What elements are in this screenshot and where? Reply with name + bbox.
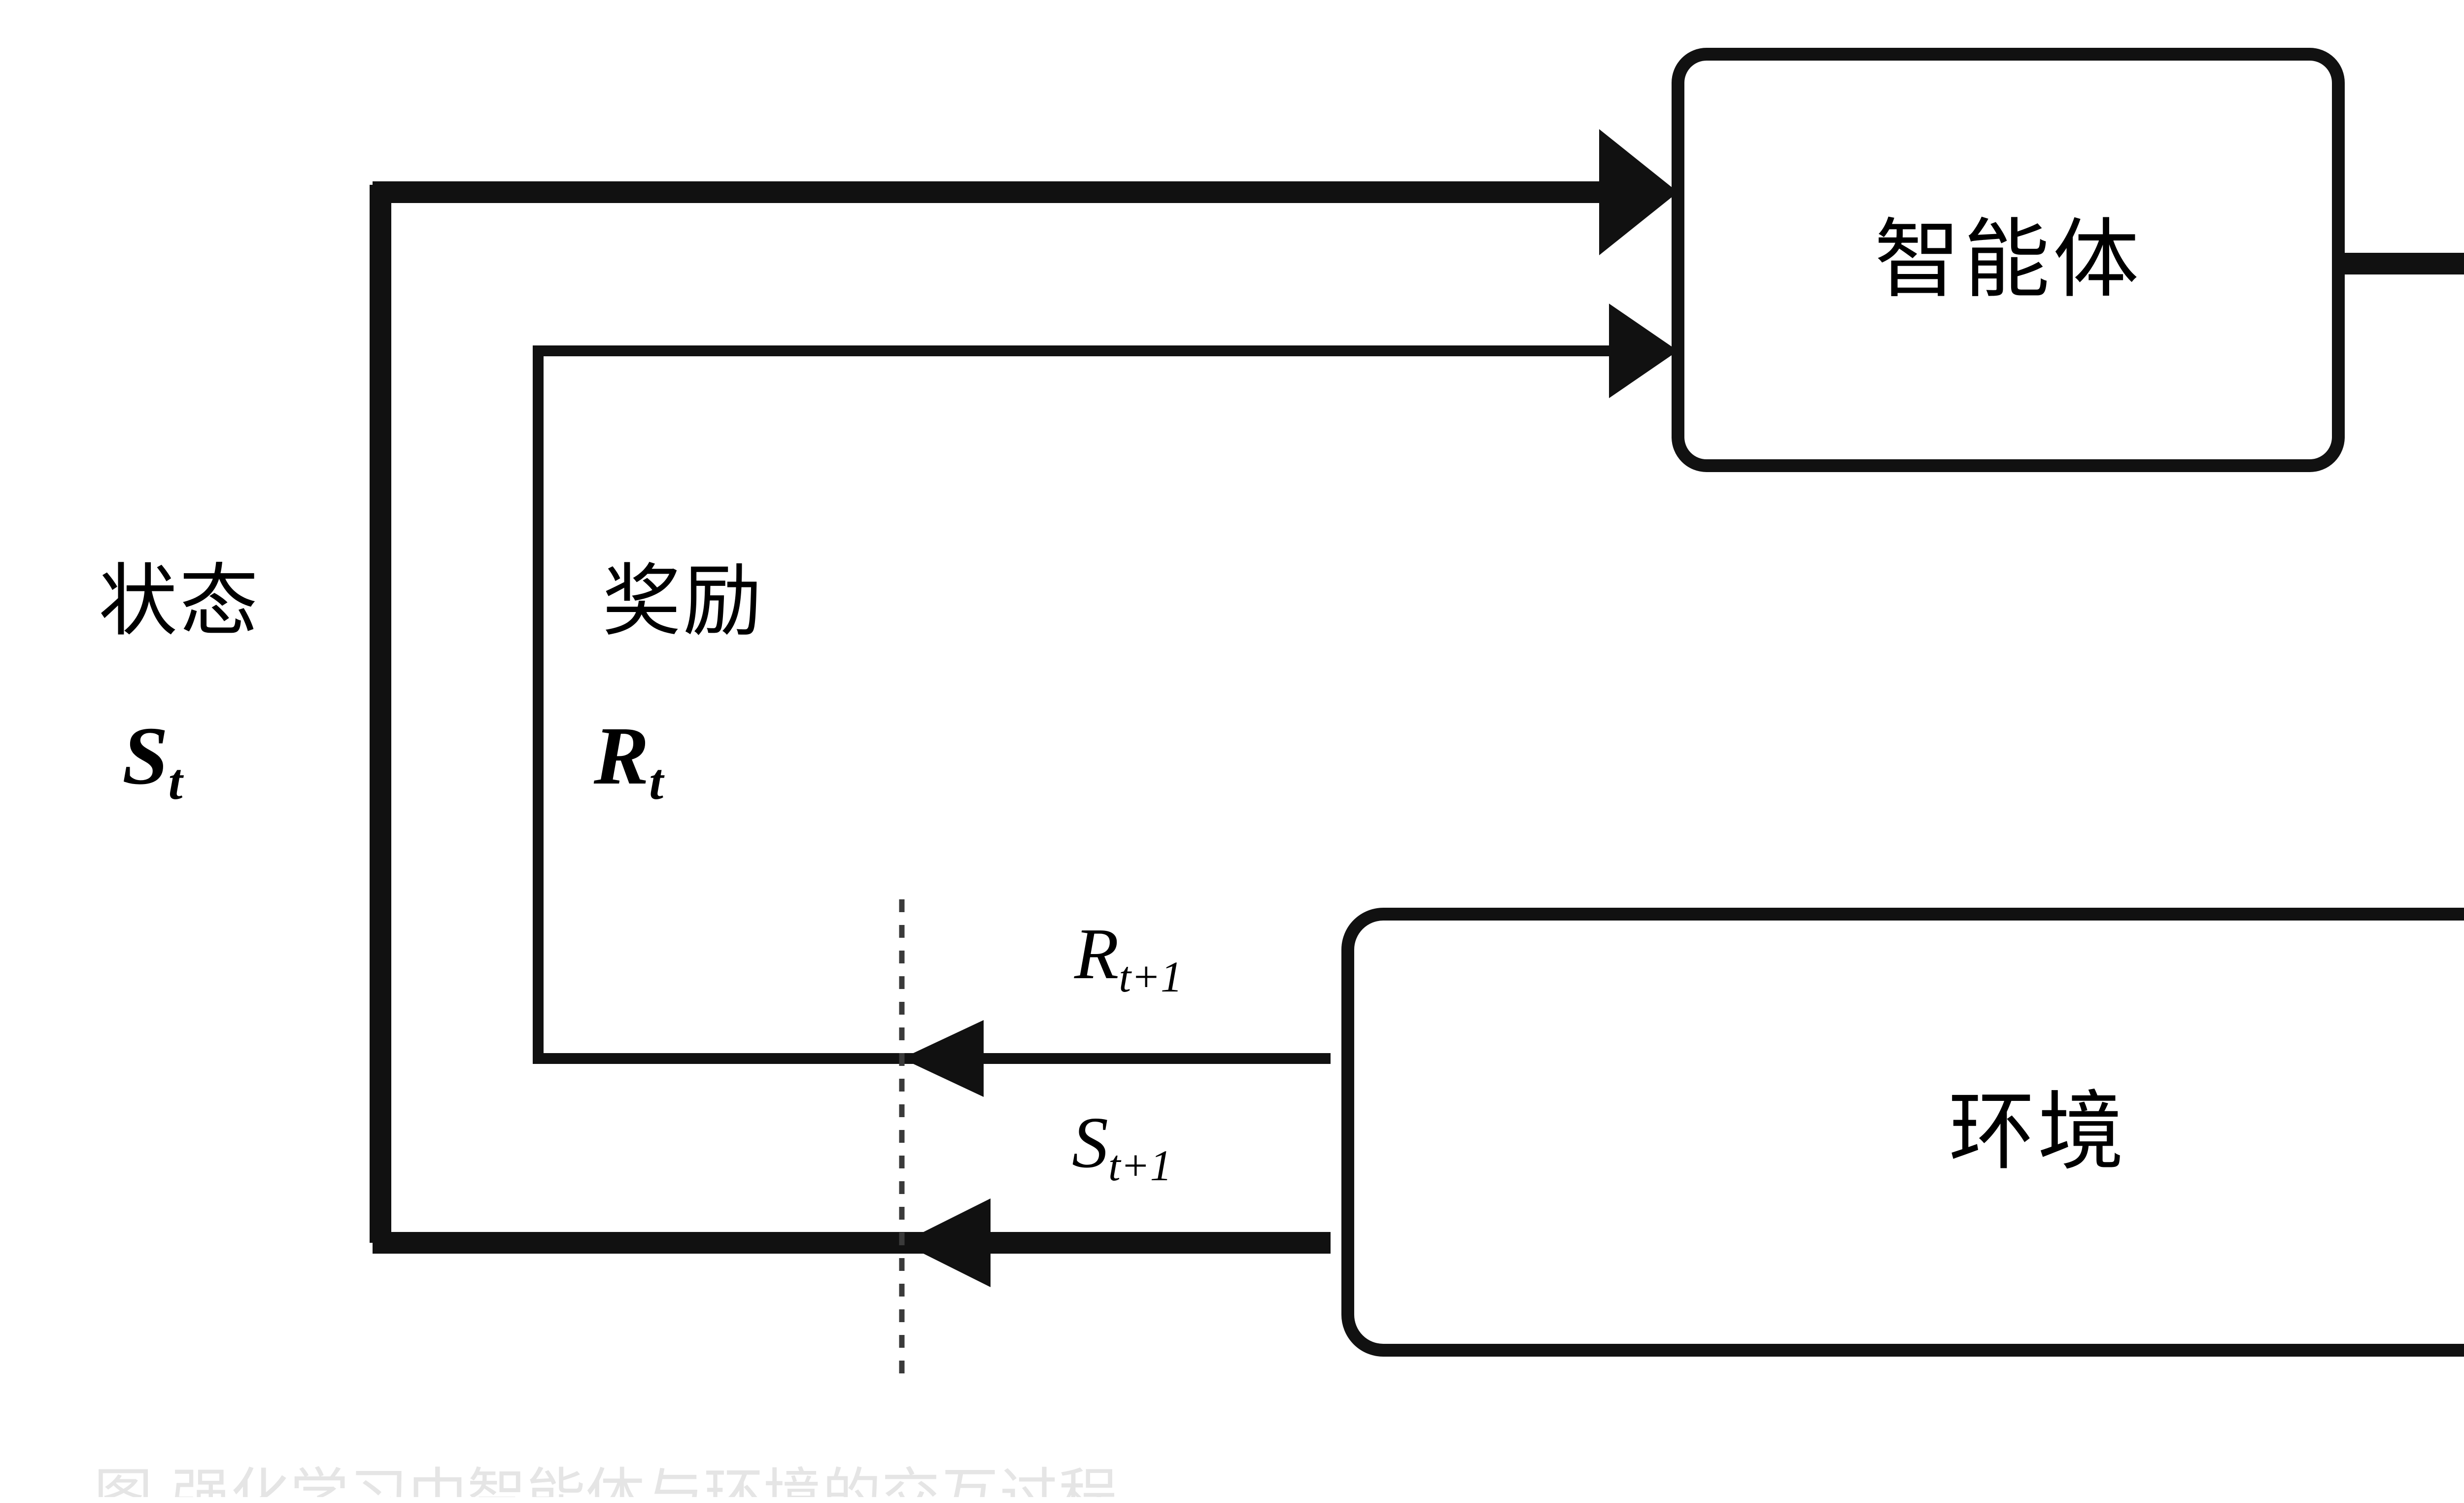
state-symbol-subscript: t (168, 753, 183, 811)
reward-arrow-head-into-agent (1609, 304, 1678, 398)
reward-symbol-subscript: t (649, 753, 664, 811)
state-next-subscript: t+1 (1108, 1141, 1172, 1190)
state-next-arrow-head (902, 1198, 991, 1287)
reward-next-edge-label: Rt+1 (1074, 918, 1182, 999)
environment-box[interactable] (1341, 908, 2464, 1357)
environment-box-label: 环境 (1949, 1082, 2127, 1182)
agent-box[interactable] (1672, 48, 2345, 472)
agent-box-label: 智能体 (1874, 210, 2142, 310)
state-symbol: St (122, 715, 183, 807)
state-label-cjk: 状态 (99, 555, 261, 647)
state-symbol-base: S (122, 710, 169, 802)
reward-next-arrow-head (902, 1020, 984, 1097)
reward-symbol-base: R (594, 710, 650, 802)
state-arrow-head-into-agent (1599, 129, 1678, 255)
figure-caption: 图 强化学习中智能体与环境的交互过程 (94, 1462, 1118, 1497)
reward-label-cjk: 奖励 (602, 555, 764, 647)
reward-next-base: R (1074, 914, 1119, 994)
state-next-edge-label: St+1 (1072, 1106, 1172, 1188)
reward-next-subscript: t+1 (1119, 953, 1183, 1001)
state-next-base: S (1072, 1102, 1108, 1183)
reward-symbol: Rt (594, 715, 664, 807)
